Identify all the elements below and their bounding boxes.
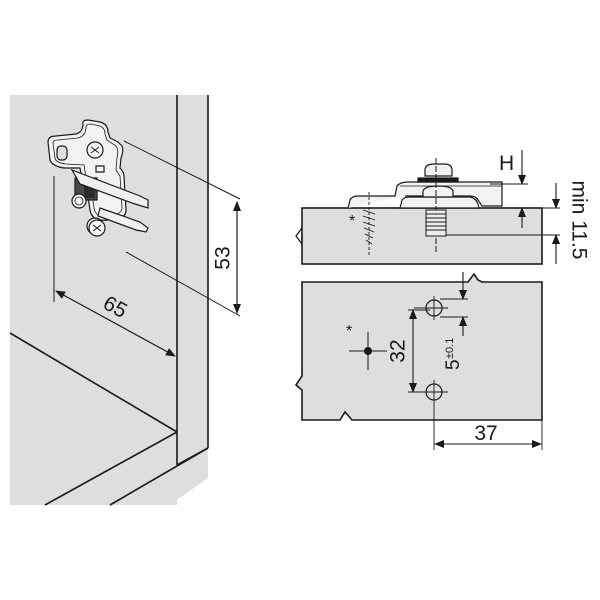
perspective-view: 65 53 (9, 95, 241, 525)
dim-label-37: 37 (474, 422, 497, 445)
board-face (294, 272, 543, 421)
dim-label-5: 5 (443, 359, 464, 370)
dim-label-32: 32 (387, 339, 410, 362)
asterisk-mark: * (349, 213, 355, 230)
wood-screw (362, 192, 376, 255)
center-mark (364, 347, 372, 355)
side-view: * H min 11.5 (290, 150, 590, 265)
dim-label-min-11-5: min 11.5 (567, 181, 590, 260)
top-view: * 32 5 ±0.1 37 (294, 272, 543, 450)
dim-tolerance: ±0.1 (444, 338, 456, 359)
dimension-line-65 (55, 290, 176, 357)
euro-insert (425, 158, 447, 252)
plate-profile (347, 163, 503, 209)
extension-line (123, 140, 241, 200)
dim-label-h: H (499, 152, 514, 175)
shelf-edge-line (9, 332, 178, 433)
board-section (301, 207, 543, 265)
shelf-edge-line (44, 431, 178, 506)
asterisk-mark: * (346, 323, 352, 340)
dim-label-53: 53 (212, 246, 235, 269)
mounting-plate-illustration (47, 119, 149, 237)
extension-line (125, 251, 241, 317)
